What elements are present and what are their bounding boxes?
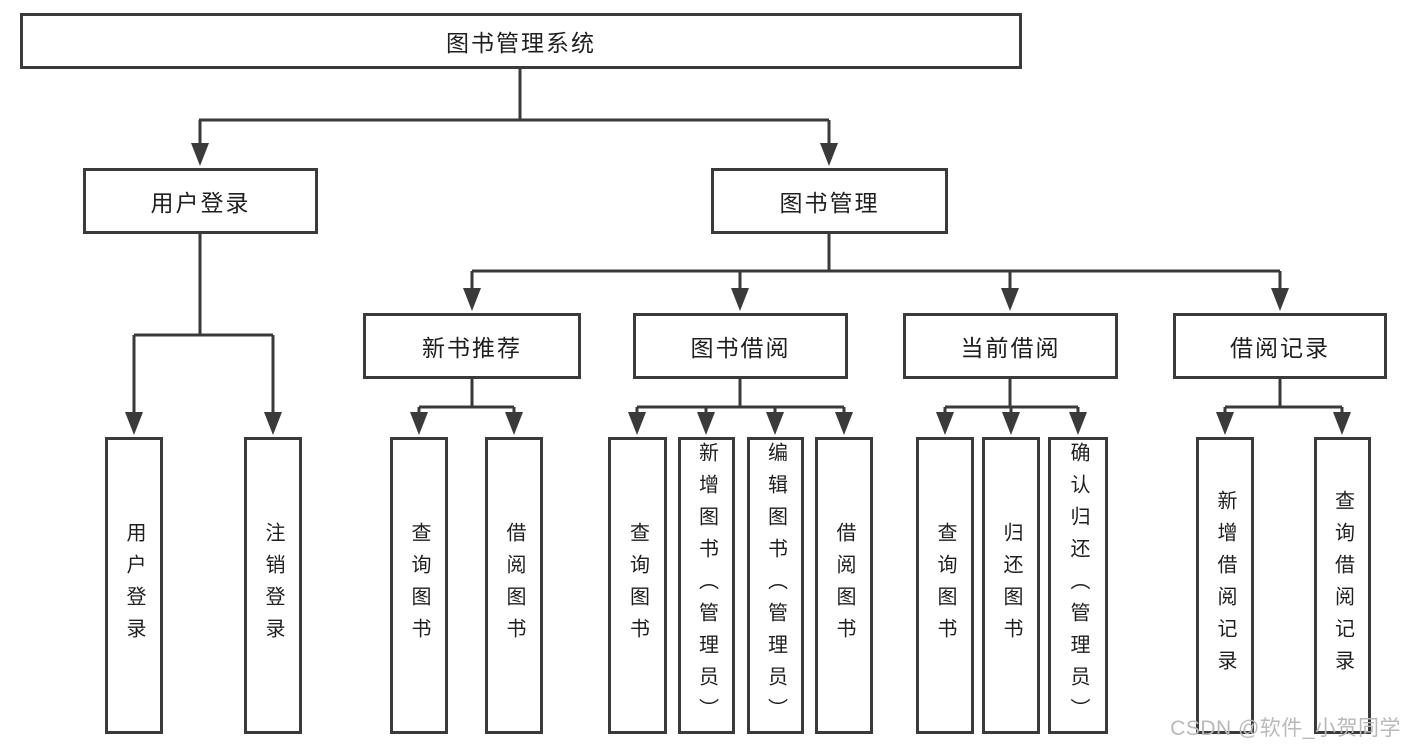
node-label: 查询借阅记录 [1331, 489, 1354, 682]
leaf-borrow-query-book: 查询图书 [608, 437, 667, 734]
leaf-edit-book-admin: 编辑图书（管理员） [747, 437, 804, 734]
leaf-recommend-borrow-book: 借阅图书 [485, 437, 543, 734]
leaf-add-borrow-record: 新增借阅记录 [1196, 437, 1254, 734]
csdn-watermark: CSDN @软件_小贺同学 [1170, 717, 1401, 740]
leaf-recommend-query-book: 查询图书 [390, 437, 448, 734]
node-label: 用户登录 [150, 190, 251, 216]
node-label: 借阅记录 [1230, 335, 1330, 361]
node-user-login-branch: 用户登录 [83, 168, 318, 234]
node-label: 新增借阅记录 [1214, 489, 1236, 682]
leaf-logout: 注销登录 [244, 437, 302, 734]
node-label: 用户登录 [123, 521, 145, 650]
leaf-return-book: 归还图书 [982, 437, 1040, 734]
node-system-root: 图书管理系统 [20, 13, 1022, 69]
leaf-current-query-book: 查询图书 [916, 437, 974, 734]
node-label: 借阅图书 [833, 521, 855, 650]
leaf-query-borrow-record: 查询借阅记录 [1314, 437, 1371, 734]
node-label: 新书推荐 [422, 335, 522, 361]
node-borrow-records: 借阅记录 [1173, 313, 1387, 379]
node-label: 归还图书 [1000, 521, 1022, 650]
node-label: 图书借阅 [690, 335, 791, 361]
arrowhead-icons [125, 143, 1351, 435]
node-label: 借阅图书 [503, 521, 525, 650]
node-label: 图书管理 [779, 190, 880, 216]
node-label: 图书管理系统 [446, 30, 596, 56]
leaf-confirm-return-admin: 确认归还（管理员） [1048, 437, 1108, 734]
node-label: 当前借阅 [960, 335, 1061, 361]
node-label: 新增图书（管理员） [695, 441, 718, 730]
node-label: 查询图书 [626, 521, 649, 650]
node-label: 注销登录 [262, 521, 284, 650]
node-current-borrow: 当前借阅 [903, 313, 1118, 379]
node-book-management-branch: 图书管理 [711, 168, 948, 234]
leaf-user-login: 用户登录 [105, 437, 163, 734]
node-label: 查询图书 [934, 521, 956, 650]
leaf-borrow-book: 借阅图书 [815, 437, 873, 734]
node-label: 查询图书 [408, 521, 430, 650]
leaf-add-book-admin: 新增图书（管理员） [678, 437, 735, 734]
node-label: 编辑图书（管理员） [764, 441, 787, 730]
node-new-book-recommend: 新书推荐 [363, 313, 581, 379]
node-book-borrow: 图书借阅 [633, 313, 848, 379]
node-label: 确认归还（管理员） [1067, 441, 1089, 730]
